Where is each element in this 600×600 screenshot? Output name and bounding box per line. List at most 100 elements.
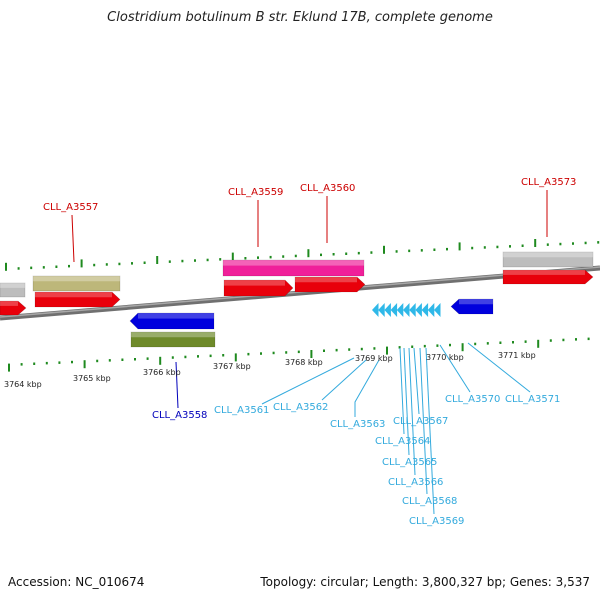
gene-label[interactable]: CLL_A3562 — [273, 402, 328, 413]
minor-tick — [436, 344, 439, 347]
genome-info-text: Topology: circular; Length: 3,800,327 bp… — [260, 575, 590, 589]
minor-tick — [45, 361, 48, 365]
cds-feature[interactable] — [130, 331, 216, 348]
minor-tick — [483, 246, 486, 249]
feature-track — [0, 251, 594, 348]
minor-tick — [398, 346, 401, 349]
kbp-tick-label: 3764 kbp — [4, 380, 42, 389]
minor-tick — [323, 349, 325, 352]
minor-tick — [423, 344, 426, 348]
small-gene-feature[interactable] — [372, 303, 379, 317]
cds-feature[interactable] — [222, 259, 365, 277]
minor-tick — [294, 254, 297, 258]
gene-feature[interactable] — [129, 312, 215, 330]
minor-tick — [320, 253, 322, 257]
minor-tick — [269, 255, 272, 259]
major-tick — [534, 239, 537, 247]
minor-tick — [118, 262, 121, 266]
minor-tick — [587, 337, 590, 341]
minor-tick — [17, 267, 20, 270]
label-leader-line — [71, 214, 75, 263]
minor-tick — [584, 241, 587, 245]
label-leader-line — [354, 359, 380, 417]
cds-feature[interactable] — [502, 251, 594, 268]
gene-label[interactable]: CLL_A3559 — [228, 187, 283, 198]
minor-tick — [257, 256, 259, 259]
label-leader-line — [321, 359, 367, 401]
cds-feature[interactable] — [0, 282, 26, 298]
major-tick — [310, 350, 313, 358]
minor-tick — [335, 348, 338, 352]
small-gene-feature[interactable] — [403, 303, 410, 317]
minor-tick — [546, 243, 549, 246]
gene-feature[interactable] — [223, 279, 294, 297]
gene-label[interactable]: CLL_A3565 — [382, 457, 437, 468]
minor-tick — [373, 347, 376, 350]
small-gene-feature[interactable] — [415, 303, 422, 317]
gene-feature[interactable] — [294, 276, 366, 293]
minor-tick — [20, 363, 23, 366]
minor-tick — [184, 355, 187, 359]
minor-tick — [168, 260, 171, 263]
gene-label[interactable]: CLL_A3569 — [409, 516, 464, 527]
kbp-tick-label: 3769 kbp — [355, 354, 393, 363]
gene-feature[interactable] — [450, 298, 494, 315]
map-title: Clostridium botulinum B str. Eklund 17B,… — [107, 10, 493, 25]
minor-tick — [575, 338, 577, 341]
minor-tick — [549, 339, 552, 342]
inner-tick-track — [8, 337, 590, 372]
major-tick — [80, 259, 83, 268]
small-gene-feature[interactable] — [396, 303, 404, 317]
gene-feature[interactable] — [0, 300, 27, 316]
minor-tick — [408, 249, 411, 253]
gene-label[interactable]: CLL_A3573 — [521, 177, 576, 188]
minor-tick — [197, 355, 199, 358]
small-gene-feature[interactable] — [421, 303, 429, 317]
minor-tick — [446, 247, 448, 251]
major-tick — [231, 252, 234, 261]
label-leader-line — [261, 357, 355, 405]
kbp-tick-label: 3771 kbp — [498, 351, 536, 360]
minor-tick — [411, 345, 414, 348]
gene-label[interactable]: CLL_A3560 — [300, 183, 355, 194]
minor-tick — [345, 252, 348, 255]
major-tick — [5, 262, 7, 271]
minor-tick — [562, 338, 565, 342]
gene-label[interactable]: CLL_A3563 — [330, 419, 385, 430]
minor-tick — [206, 258, 209, 262]
major-tick — [458, 242, 461, 251]
small-gene-feature[interactable] — [427, 303, 435, 317]
small-gene-feature[interactable] — [409, 303, 416, 317]
gene-label[interactable]: CLL_A3567 — [393, 416, 448, 427]
minor-tick — [146, 357, 149, 360]
outer-tick-track — [5, 239, 600, 271]
major-tick — [8, 363, 10, 372]
gene-label[interactable]: CLL_A3561 — [214, 405, 269, 416]
gene-label[interactable]: CLL_A3566 — [388, 477, 443, 488]
label-leader-line — [413, 347, 420, 415]
minor-tick — [486, 342, 489, 345]
label-leader-line — [403, 347, 410, 456]
minor-tick — [357, 251, 360, 255]
minor-tick — [222, 354, 225, 357]
gene-label[interactable]: CLL_A3570 — [445, 394, 500, 405]
minor-tick — [474, 342, 477, 346]
gene-feature[interactable] — [34, 291, 121, 308]
small-gene-feature[interactable] — [384, 303, 391, 317]
minor-tick — [499, 341, 502, 344]
gene-feature[interactable] — [502, 269, 594, 285]
gene-label[interactable]: CLL_A3564 — [375, 436, 430, 447]
small-gene-feature[interactable] — [390, 303, 398, 317]
label-leader-line — [408, 347, 416, 476]
small-gene-feature[interactable] — [378, 303, 385, 317]
label-leader-line — [419, 347, 428, 495]
minor-tick — [42, 266, 45, 269]
gene-label[interactable]: CLL_A3558 — [152, 410, 207, 421]
gene-label[interactable]: CLL_A3568 — [402, 496, 457, 507]
minor-tick — [131, 262, 133, 265]
label-leader-line — [467, 342, 531, 393]
gene-label[interactable]: CLL_A3571 — [505, 394, 560, 405]
small-gene-feature[interactable] — [434, 303, 441, 317]
gene-label[interactable]: CLL_A3557 — [43, 202, 98, 213]
cds-feature[interactable] — [32, 275, 121, 292]
